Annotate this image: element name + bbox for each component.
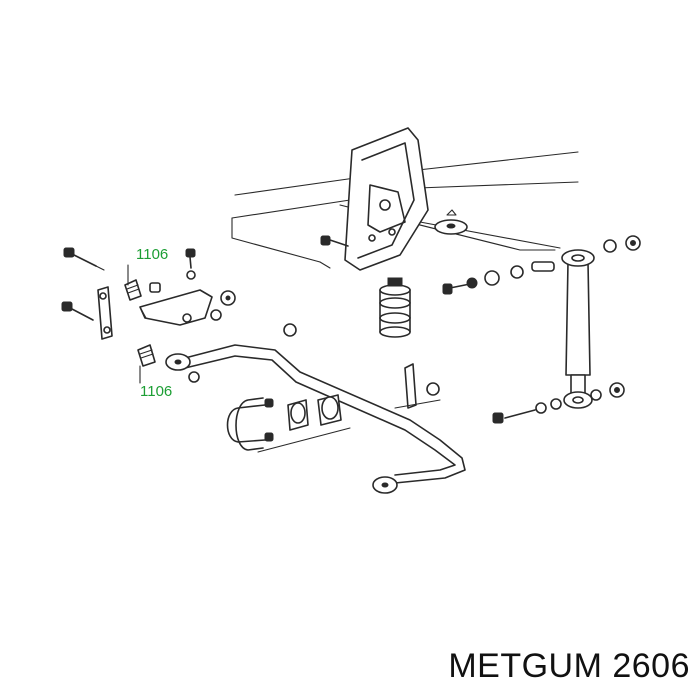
link-bolts (61, 247, 105, 321)
label-leaders (127, 264, 141, 384)
part-number-label-lower: 1106 (140, 383, 173, 400)
mounting-plate (139, 289, 213, 326)
stabilizer-bushings (287, 394, 342, 431)
shock-lower-hardware (492, 382, 625, 424)
spring-bracket (344, 127, 429, 271)
plate-washer (434, 209, 468, 235)
brand-part-number: METGUM 2606 (448, 647, 690, 685)
part-number-label-upper: 1106 (136, 246, 169, 263)
shock-upper-hardware (442, 235, 641, 295)
vertical-clamp (394, 363, 441, 409)
bracket-bolt (320, 235, 349, 247)
upper-bushing-1106 (124, 279, 142, 301)
stabilizer-link (97, 286, 113, 340)
shock-absorber (561, 249, 595, 409)
rubber-buffer (379, 277, 411, 338)
mounting-nuts (210, 290, 297, 337)
lower-bushing-1106 (137, 344, 200, 383)
stabilizer-bar (165, 344, 466, 494)
u-bolt (226, 397, 351, 453)
small-bolt (149, 248, 196, 293)
